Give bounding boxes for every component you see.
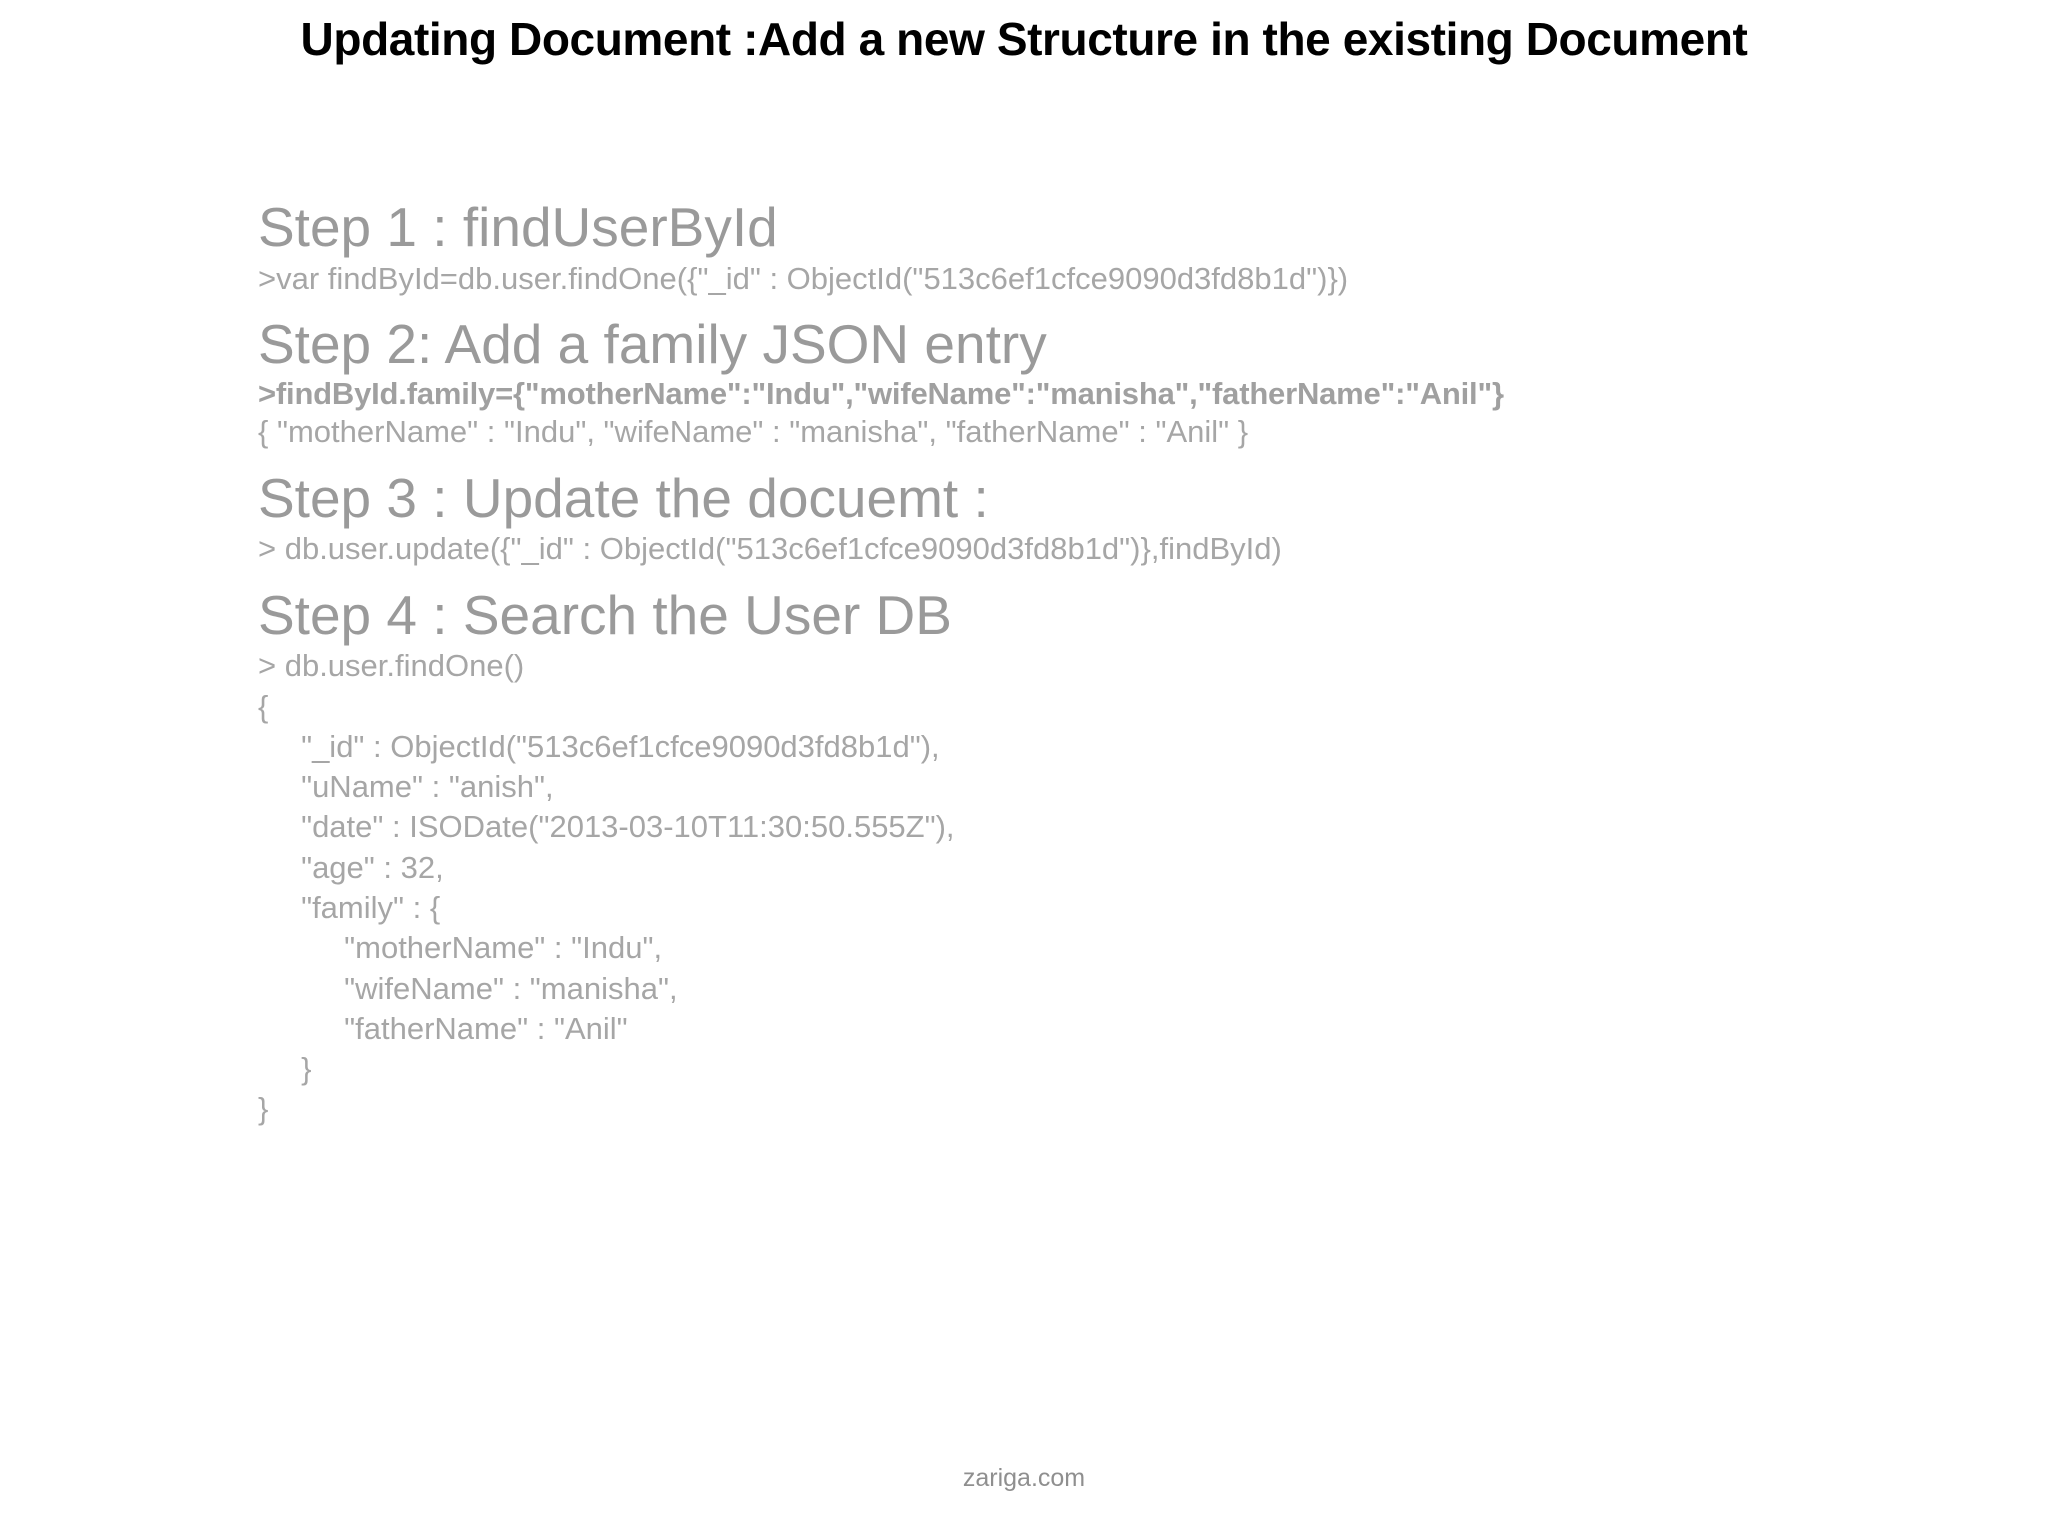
step-2-result: { "motherName" : "Indu", "wifeName" : "m…	[258, 414, 1249, 450]
json-line: "age" : 32,	[258, 849, 444, 885]
step-4-command: > db.user.findOne()	[258, 648, 525, 684]
step-1-command: >var findById=db.user.findOne({"_id" : O…	[258, 260, 1349, 296]
json-line: }	[258, 1051, 312, 1087]
json-line: {	[258, 688, 269, 724]
spacer	[258, 299, 1758, 313]
json-line: "_id" : ObjectId("513c6ef1cfce9090d3fd8b…	[258, 728, 940, 764]
spacer	[258, 570, 1758, 584]
step-1-heading: Step 1 : findUserById	[258, 196, 778, 258]
step-4-heading: Step 4 : Search the User DB	[258, 583, 952, 646]
json-line: "family" : {	[258, 890, 441, 925]
slide-body: Step 1 : findUserById >var findById=db.u…	[258, 196, 1758, 1130]
json-line: "wifeName" : "manisha",	[258, 970, 678, 1006]
json-line: "uName" : "anish",	[258, 769, 554, 805]
step-2-command: >findById.family={"motherName":"Indu","w…	[258, 375, 1504, 411]
footer-watermark: zariga.com	[962, 1464, 1086, 1492]
step-2-heading: Step 2: Add a family JSON entry	[258, 312, 1047, 375]
json-line: "fatherName" : "Anil"	[258, 1010, 628, 1046]
json-line: "motherName" : "Indu",	[258, 930, 663, 966]
spacer	[258, 453, 1758, 467]
page-title: Updating Document :Add a new Structure i…	[300, 13, 1748, 65]
json-line: "date" : ISODate("2013-03-10T11:30:50.55…	[258, 809, 955, 845]
json-line: }	[258, 1091, 269, 1127]
step-3-command: > db.user.update({"_id" : ObjectId("513c…	[258, 531, 1282, 567]
json-output-block: { "_id" : ObjectId("513c6ef1cfce9090d3fd…	[258, 687, 1758, 1130]
step-3-heading: Step 3 : Update the docuemt :	[258, 466, 989, 529]
